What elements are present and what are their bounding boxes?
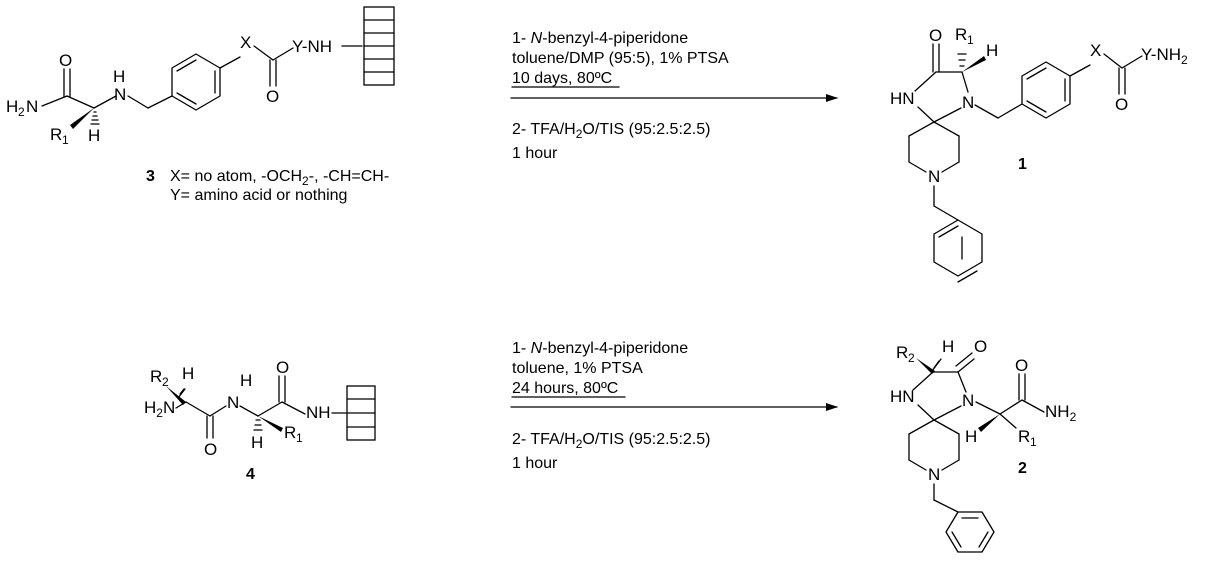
atom-O-amide1-c4: O [204, 440, 217, 459]
atom-H-amide-c4: H [240, 371, 252, 390]
compound-4-structure: R 2 H H2N O N H R 1 H O NH [144, 358, 376, 459]
atom-H-c1: H [986, 41, 998, 60]
compound-1-structure: O HN N R 1 H X O Y-NH2 [890, 25, 1188, 283]
compound-3-y-definition: Y= amino acid or nothing [170, 187, 347, 204]
rxn2-step1-line1: 1- N-benzyl-4-piperidone [512, 340, 688, 357]
rxn2-step2-line1: 2- TFA/H2O/TIS (95:2.5:2.5) [512, 431, 710, 451]
atom-R1-c2: R [1018, 427, 1030, 446]
rxn1-step1-line1: 1- N-benzyl-4-piperidone [512, 30, 688, 47]
resin-bead-c4 [346, 385, 376, 441]
compound-label-4: 4 [246, 466, 255, 483]
atom-N-piperidine-c1: N [928, 167, 940, 186]
atom-R2-c2: R [896, 343, 908, 362]
rxn1-step1-line2: toluene/DMP (95:5), 1% PTSA [512, 50, 729, 67]
atom-N-amine-c3: N [114, 85, 126, 104]
atom-O: O [59, 51, 72, 70]
atom-H-alpha-c3: H [88, 126, 100, 145]
atom-N-piperidine-c2: N [928, 465, 940, 484]
atom-R1-sub-c4: 1 [296, 431, 303, 445]
atom-H2N-H: H [6, 97, 18, 116]
atom-R1-c4: R [284, 423, 296, 442]
compound-label-3: 3 [146, 168, 155, 185]
atom-NH2-c2: NH2 [1045, 402, 1077, 424]
atom-N-amide-c4: N [227, 393, 239, 412]
rxn1-step2-line1: 2- TFA/H2O/TIS (95:2.5:2.5) [512, 121, 710, 141]
atom-R2-sub-c2: 2 [908, 351, 915, 365]
atom-O-c1: O [929, 26, 942, 45]
compound-3-structure: O H 2 N R 1 H H N X O [6, 6, 395, 147]
atom-YNH-c3: Y-NH [292, 37, 332, 56]
atom-X-c1: X [1090, 41, 1101, 60]
compound-3-x-definition: X= no atom, -OCH2-, -CH=CH- [170, 168, 389, 188]
rxn1-step2-line2: 1 hour [512, 145, 558, 162]
atom-HN-c1: HN [890, 89, 915, 108]
atom-R1-sub-c3: 1 [62, 133, 69, 147]
atom-R1-c1: R [955, 25, 967, 44]
compound-label-1: 1 [1018, 156, 1027, 173]
atom-O-amide-c2: O [1015, 356, 1028, 375]
atom-R1-sub-c2: 1 [1030, 435, 1037, 449]
atom-R1-sub-c1: 1 [967, 33, 974, 47]
atom-HN-c2: HN [890, 387, 915, 406]
atom-NH-c4: NH [306, 403, 331, 422]
atom-O-carbonyl-c1: O [1115, 95, 1128, 114]
atom-H-alpha-c4: H [182, 364, 194, 383]
atom-O-ring-c2: O [974, 337, 987, 356]
resin-bead-c3 [363, 6, 395, 86]
compound-label-2: 2 [1018, 460, 1027, 477]
atom-N-ring-c1: N [962, 93, 974, 112]
atom-O-amide2-c4: O [276, 358, 289, 377]
atom-H2N-c4: H2N [144, 398, 175, 420]
atom-YNH2-c1: Y-NH2 [1141, 45, 1188, 67]
atom-R2-c4: R [150, 367, 162, 386]
rxn2-step1-line3: 24 hours, 80ºC [512, 380, 618, 397]
rxn1-step1-line3: 10 days, 80ºC [512, 70, 612, 87]
atom-H-c2: H [942, 337, 954, 356]
atom-R2-sub-c4: 2 [162, 375, 169, 389]
atom-O-carbonyl-c3: O [266, 87, 279, 106]
atom-H2N-sub: 2 [18, 105, 25, 119]
atom-H2N-N: N [26, 97, 38, 116]
atom-R1-c3: R [50, 125, 62, 144]
atom-H-amine-c3: H [113, 67, 125, 86]
atom-X-c3: X [240, 33, 251, 52]
atom-H-alpha-c2: H [965, 427, 977, 446]
rxn2-step2-line2: 1 hour [512, 455, 558, 472]
atom-H-alpha2-c4: H [251, 433, 263, 452]
atom-N-ring-c2: N [962, 391, 974, 410]
compound-2-structure: R 2 H O HN N H R 1 O NH2 N [890, 337, 1077, 553]
rxn2-step1-line2: toluene, 1% PTSA [512, 360, 643, 377]
